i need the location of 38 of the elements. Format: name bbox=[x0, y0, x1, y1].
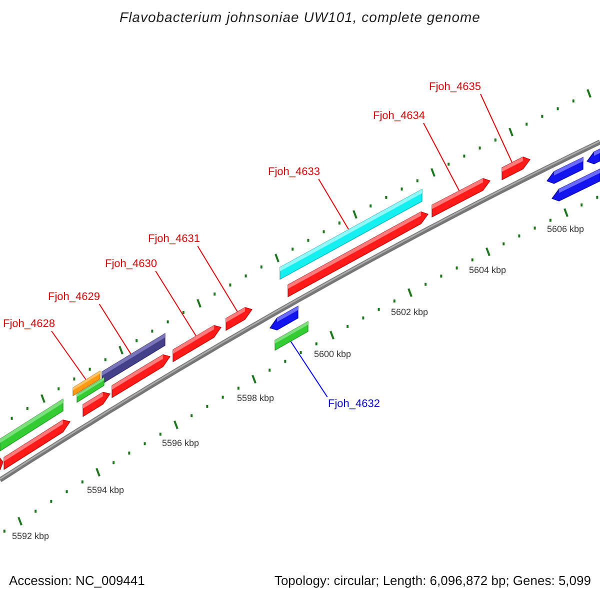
scale-label: 5592 kbp bbox=[12, 531, 50, 542]
gene-feature bbox=[172, 325, 222, 362]
scale-label: 5598 kbp bbox=[237, 393, 274, 404]
leader-line bbox=[290, 340, 328, 398]
leader-line bbox=[51, 330, 87, 380]
gene-label: Fjoh_4634 bbox=[373, 109, 425, 123]
scale-label: 5602 kbp bbox=[391, 307, 428, 318]
scale-label: 5604 kbp bbox=[469, 265, 506, 276]
gene-feature bbox=[546, 156, 584, 184]
scale-label: 5596 kbp bbox=[162, 438, 200, 449]
gene-label: Fjoh_4631 bbox=[148, 232, 200, 246]
scale-label: 5594 kbp bbox=[87, 485, 124, 496]
gene-label: Fjoh_4628 bbox=[3, 317, 55, 331]
accession-text: Accession: NC_009441 bbox=[9, 574, 145, 588]
gene-label: Fjoh_4630 bbox=[105, 257, 157, 271]
gene-feature bbox=[226, 307, 252, 331]
leader-line bbox=[98, 304, 132, 355]
gene-feature bbox=[0, 398, 64, 452]
scale-label: 5600 kbp bbox=[314, 349, 352, 360]
gene-label: Fjoh_4632 bbox=[328, 397, 380, 411]
gene-feature bbox=[112, 354, 170, 398]
leader-line bbox=[480, 94, 513, 164]
leader-line bbox=[423, 122, 460, 192]
gene-feature bbox=[502, 156, 530, 180]
gene-feature bbox=[432, 178, 490, 218]
gene-feature bbox=[586, 148, 600, 164]
title: Flavobacterium johnsoniae UW101, complete genome bbox=[120, 9, 480, 25]
scale-label: 5606 kbp bbox=[547, 224, 584, 235]
gene-feature bbox=[288, 211, 428, 298]
gene-label: Fjoh_4633 bbox=[268, 165, 320, 179]
gene-feature bbox=[82, 392, 110, 418]
gene-label: Fjoh_4629 bbox=[48, 290, 100, 304]
gene-label: Fjoh_4635 bbox=[429, 80, 481, 94]
gene-feature bbox=[270, 306, 298, 330]
leader-line bbox=[155, 270, 197, 337]
leader-line bbox=[197, 246, 238, 312]
genome-info-text: Topology: circular; Length: 6,096,872 bp; Genes: 5,099 bbox=[274, 574, 591, 588]
leader-line bbox=[318, 178, 349, 230]
